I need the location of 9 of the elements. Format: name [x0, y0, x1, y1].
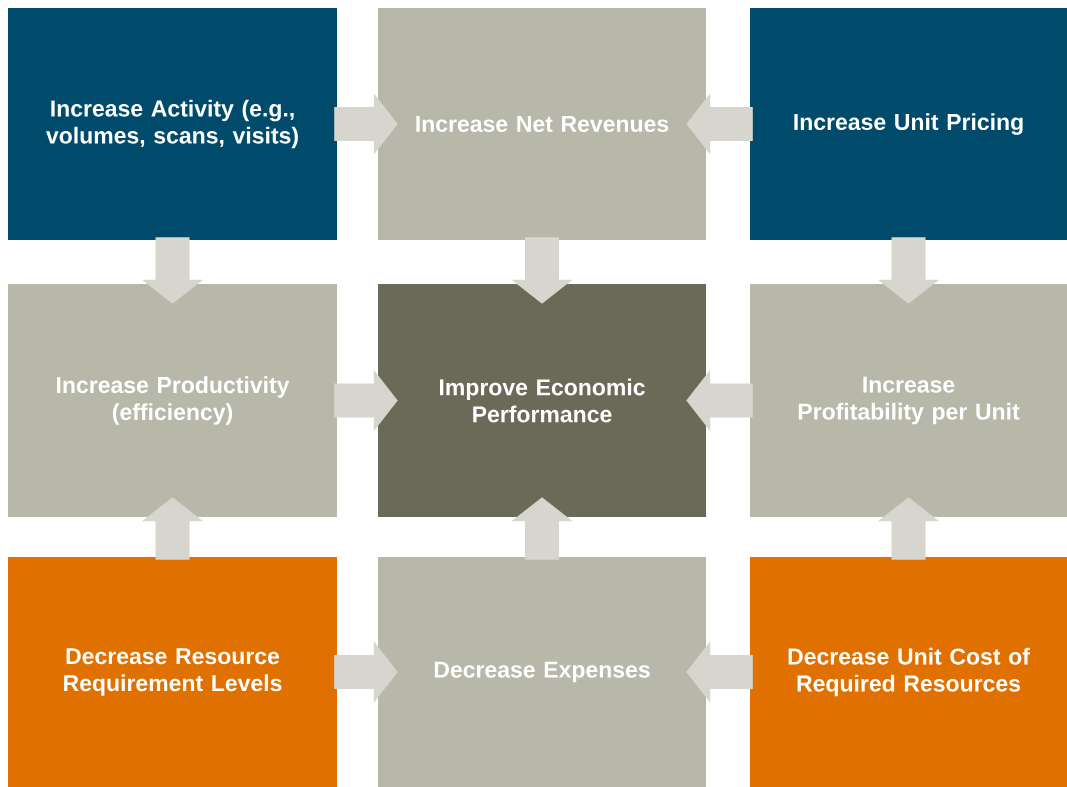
process-box: Increase Unit Pricing	[750, 8, 1067, 240]
process-box: Increase Productivity (efficiency)	[8, 284, 337, 517]
process-box: Decrease Resource Requirement Levels	[8, 557, 337, 787]
process-box: Increase Activity (e.g., volumes, scans, visits)	[8, 8, 337, 240]
process-box: Increase Profitability per Unit	[750, 284, 1067, 517]
process-box: Improve Economic Performance	[378, 284, 706, 517]
process-box: Decrease Unit Cost of Required Resources	[750, 557, 1067, 787]
process-box: Increase Net Revenues	[378, 8, 706, 240]
process-box: Decrease Expenses	[378, 557, 706, 787]
